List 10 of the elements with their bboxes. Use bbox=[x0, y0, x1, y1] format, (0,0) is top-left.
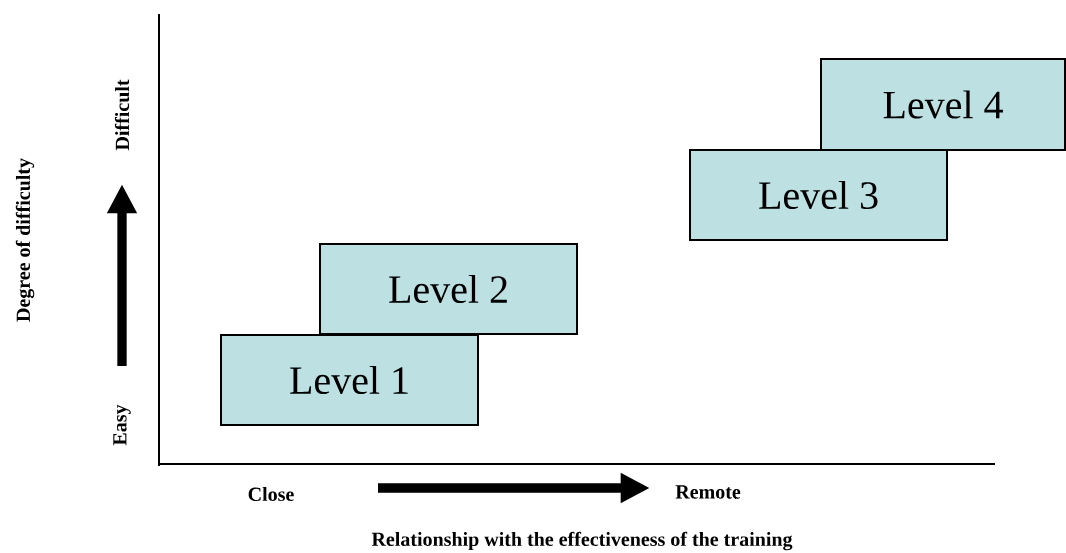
axis-label: Relationship with the effectiveness of the training bbox=[371, 531, 793, 551]
scale-label: Difficult bbox=[114, 79, 130, 151]
level-box: Level 1 bbox=[220, 334, 479, 426]
scale-label: Close bbox=[248, 487, 294, 502]
level-box: Level 2 bbox=[319, 243, 578, 335]
scale-label: Easy bbox=[113, 404, 131, 446]
scale-label: Remote bbox=[675, 485, 741, 499]
level-box: Level 4 bbox=[820, 58, 1066, 151]
level-box: Level 3 bbox=[689, 149, 948, 241]
axis-label: Degree of difficulty bbox=[15, 158, 35, 322]
